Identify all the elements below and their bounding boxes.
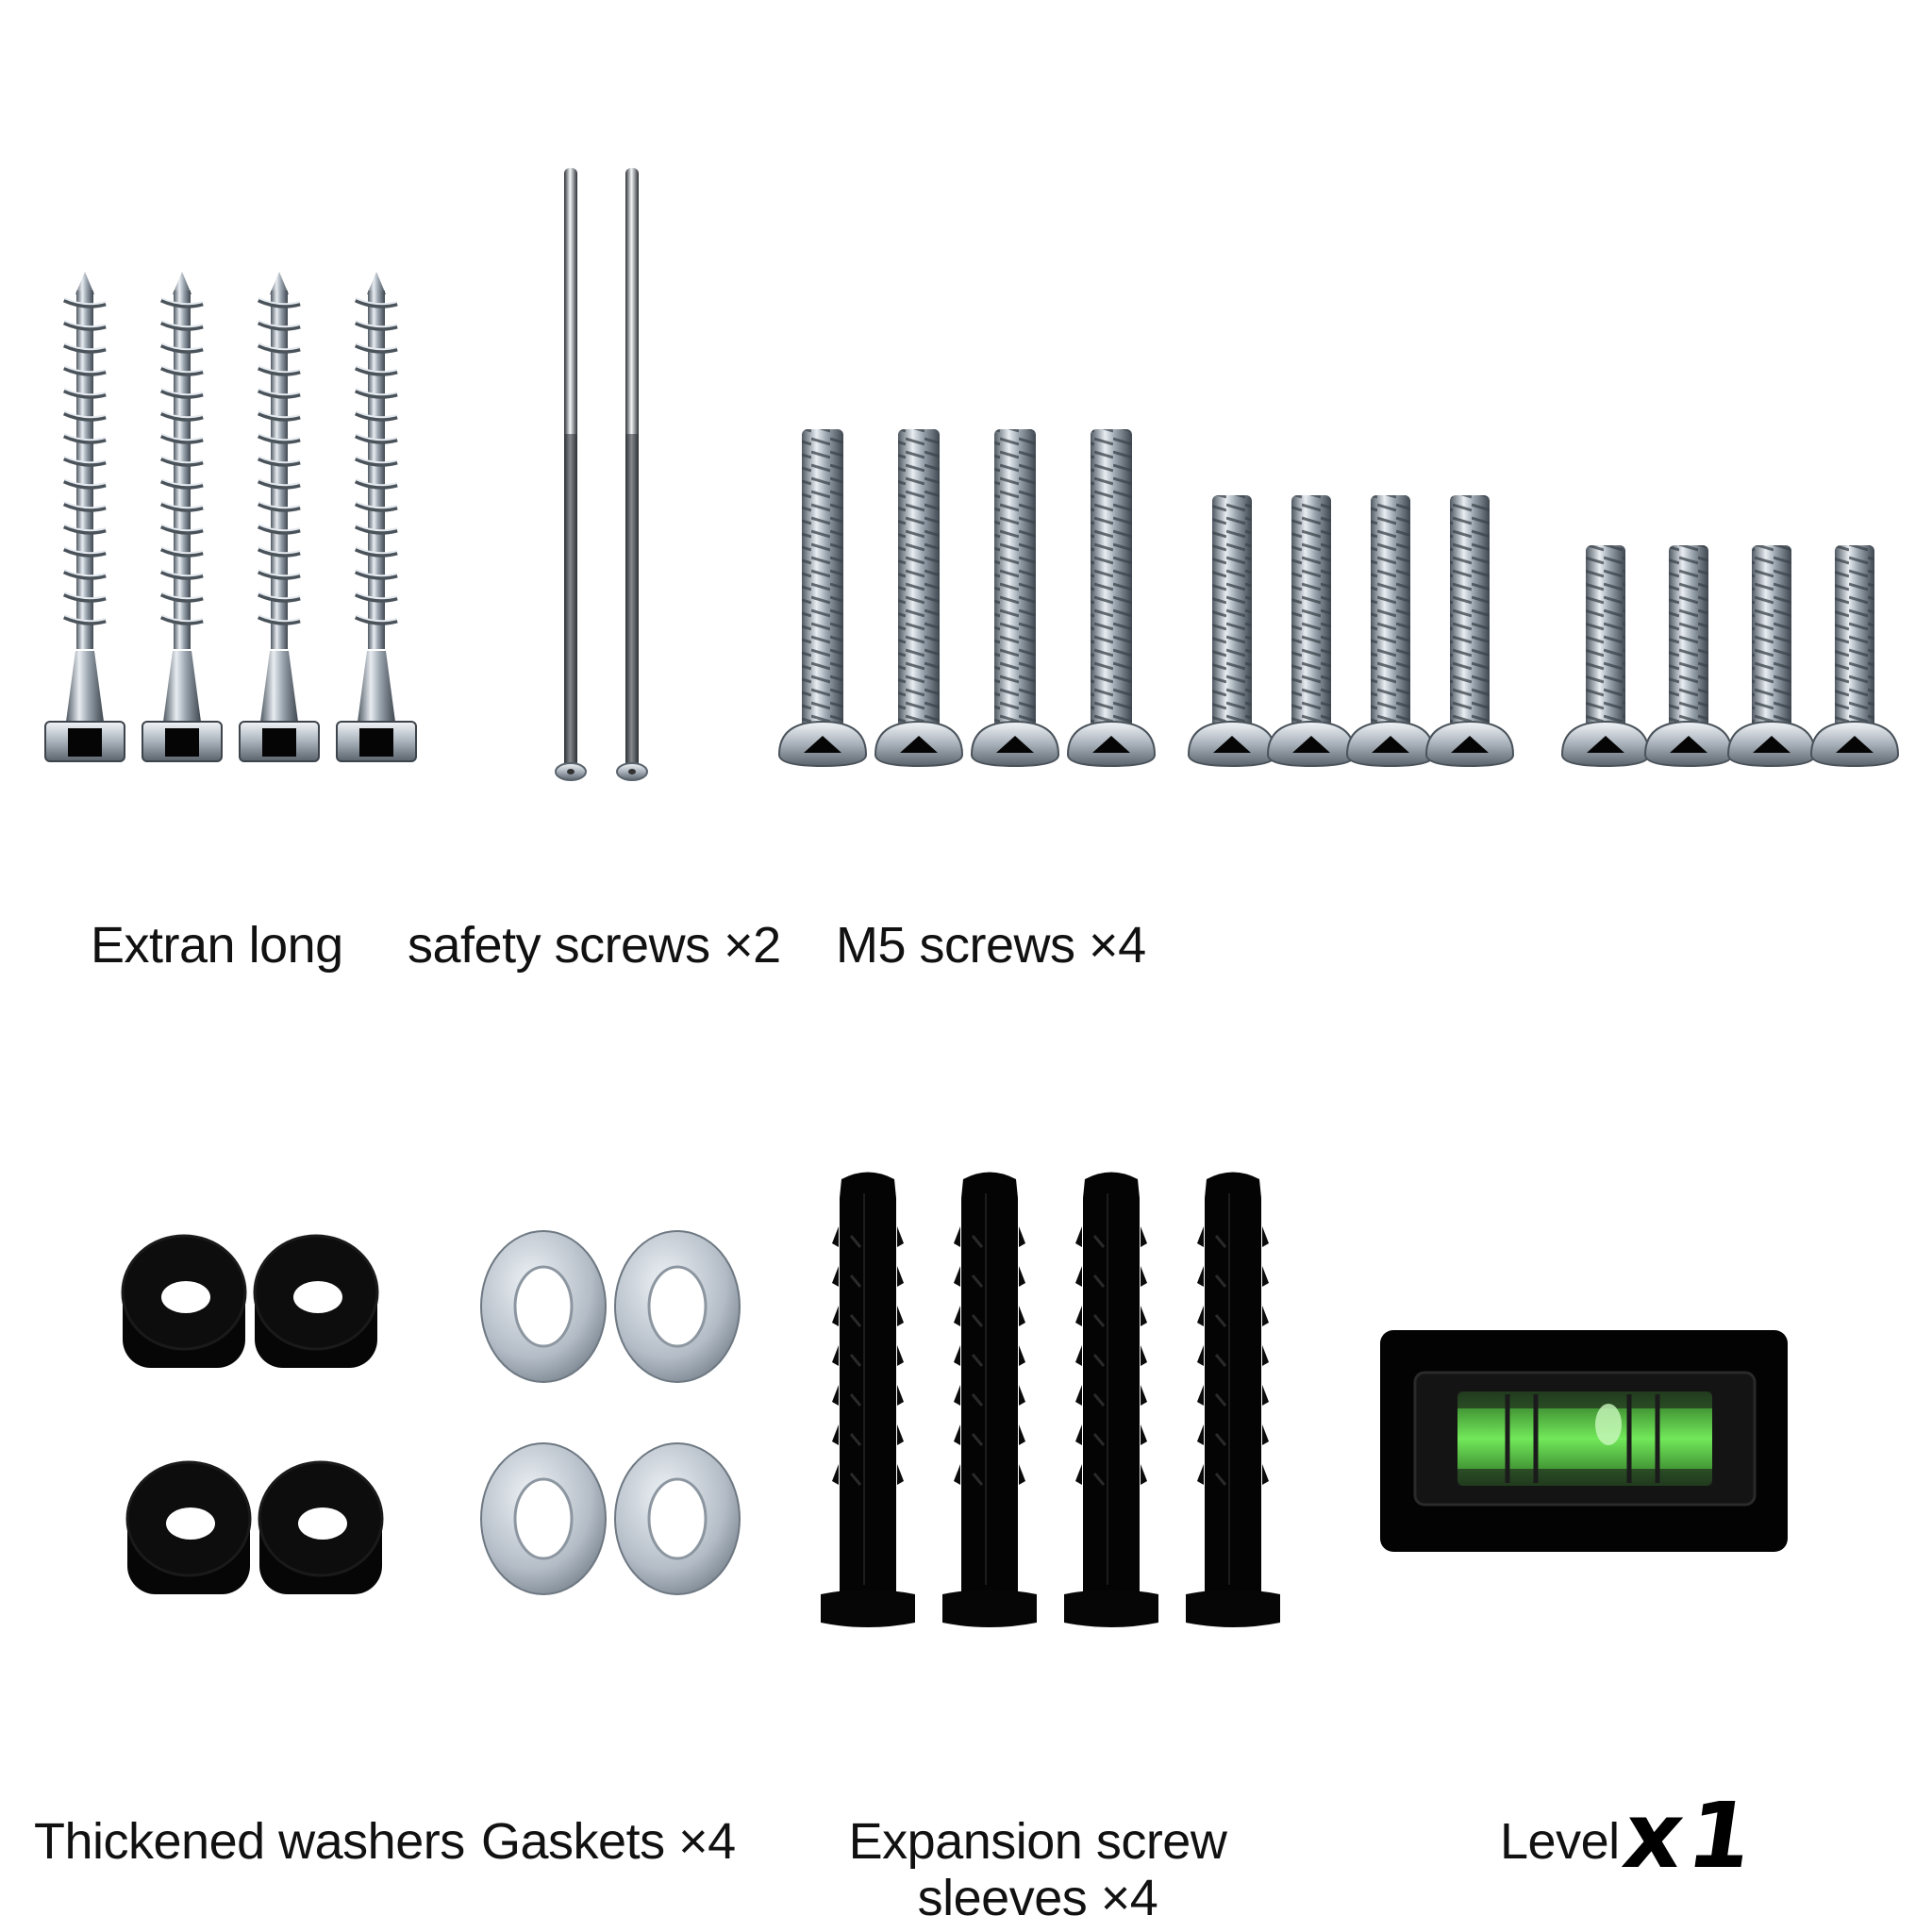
thickened-washer — [258, 1460, 384, 1594]
m5-screw — [1187, 495, 1277, 768]
label-expansion-line1: Expansion screw — [848, 1813, 1227, 1870]
m5-screw — [777, 429, 868, 768]
lag-screw — [336, 272, 417, 762]
m5-screw — [1066, 429, 1157, 768]
safety-screws — [555, 168, 648, 781]
m5-screw — [874, 429, 964, 768]
thickened-washer — [253, 1234, 379, 1368]
m5-screws — [777, 429, 1900, 768]
m5-screw — [1424, 495, 1515, 768]
gaskets — [480, 1230, 741, 1595]
expansion-sleeve — [942, 1172, 1037, 1627]
gasket — [480, 1230, 607, 1383]
bubble-level — [1380, 1330, 1788, 1552]
lag-screw — [44, 272, 125, 762]
label-gaskets: Gaskets ×4 — [481, 1813, 736, 1870]
thickened-washer — [125, 1460, 252, 1594]
thickened-washers — [121, 1234, 384, 1594]
gasket — [480, 1442, 607, 1595]
label-thickened-washers: Thickened washers — [34, 1813, 465, 1870]
m5-screw — [1560, 545, 1651, 768]
label-expansion-line2: sleeves ×4 — [917, 1870, 1158, 1926]
lag-screw — [142, 272, 223, 762]
gasket — [614, 1442, 741, 1595]
expansion-screw-sleeves — [821, 1172, 1280, 1627]
label-expansion-sleeves: Expansion screw sleeves ×4 — [811, 1816, 1264, 1924]
m5-screw — [1643, 545, 1734, 768]
label-m5-screws: M5 screws ×4 — [836, 917, 1146, 974]
thickened-washer — [121, 1234, 247, 1368]
label-extra-long: Extran long — [91, 917, 343, 974]
m5-screw — [1345, 495, 1436, 768]
extra-long-lag-screws — [44, 272, 417, 762]
m5-screw — [1266, 495, 1357, 768]
label-level: Level — [1500, 1813, 1620, 1870]
safety-screw — [555, 168, 587, 781]
handwritten-quantity: x1 — [1617, 1783, 1765, 1889]
m5-screw — [970, 429, 1060, 768]
expansion-sleeve — [1186, 1172, 1280, 1627]
m5-screw — [1809, 545, 1900, 768]
expansion-sleeve — [821, 1172, 915, 1627]
m5-screw — [1726, 545, 1817, 768]
safety-screw — [616, 168, 648, 781]
expansion-sleeve — [1064, 1172, 1158, 1627]
label-safety-screws: safety screws ×2 — [408, 917, 781, 974]
lag-screw — [239, 272, 320, 762]
gasket — [614, 1230, 741, 1383]
